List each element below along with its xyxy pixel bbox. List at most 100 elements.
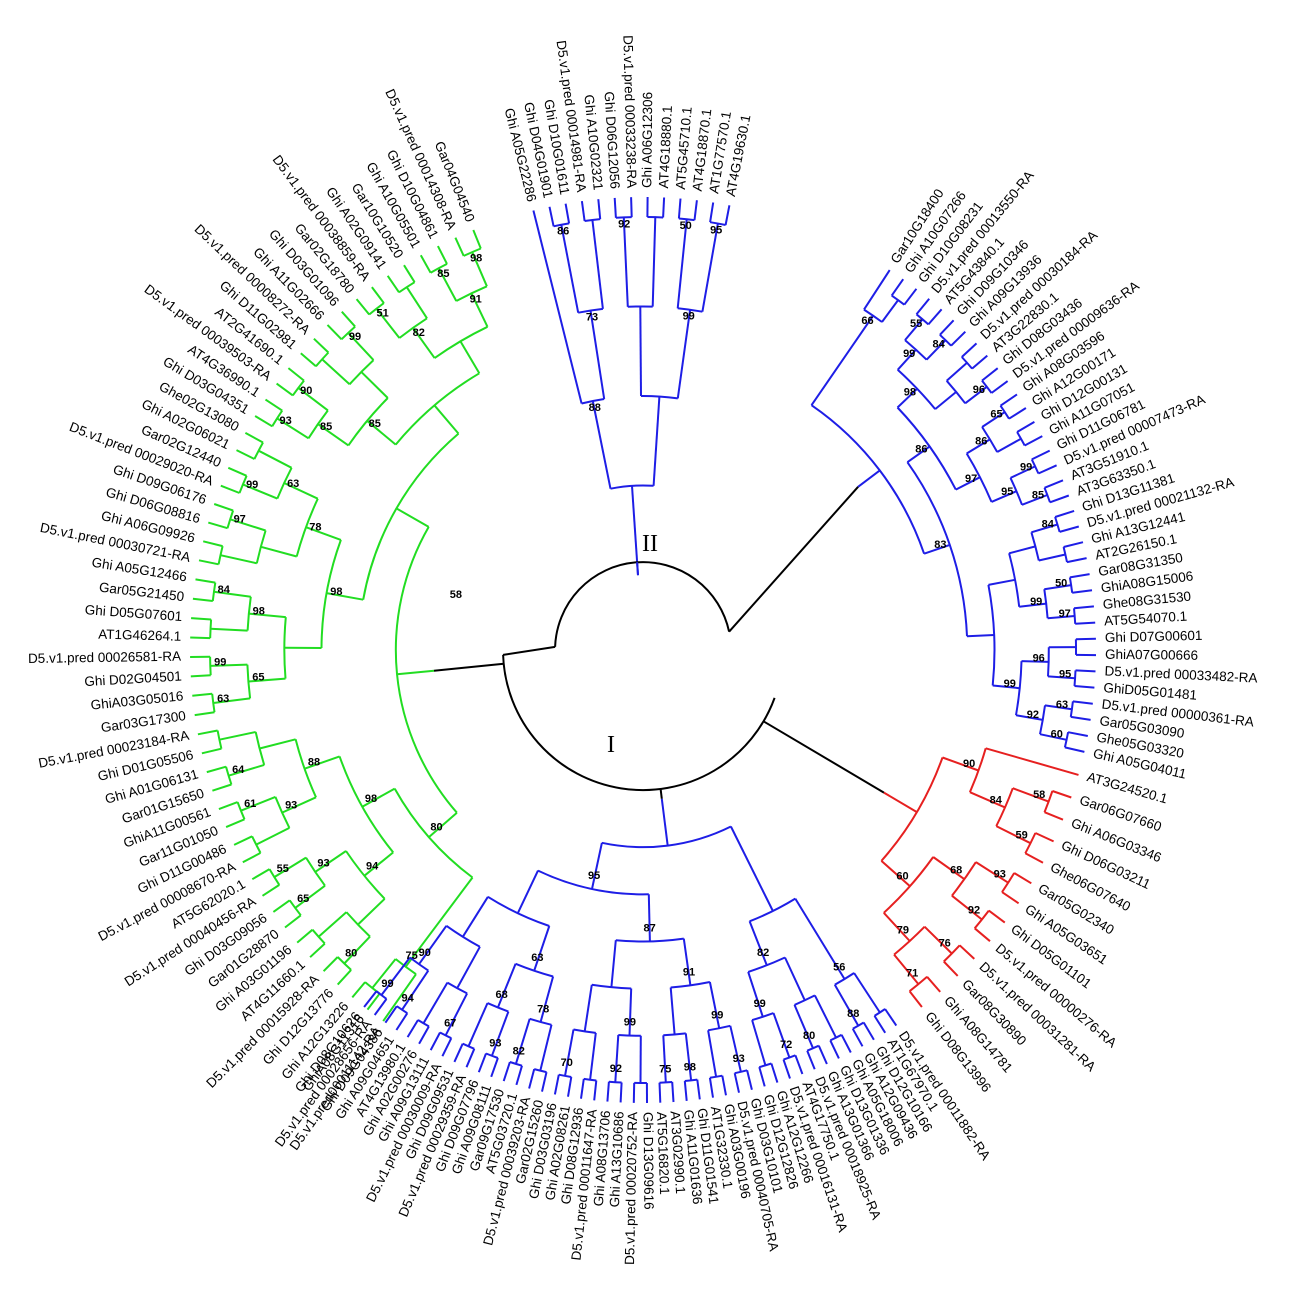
branch <box>560 224 580 313</box>
branch <box>613 197 617 218</box>
branch <box>343 935 371 965</box>
leaf-label: AT3G02990.1 <box>668 1110 689 1194</box>
bootstrap-value: 78 <box>537 1003 549 1015</box>
branch-arc <box>320 539 342 649</box>
bootstrap-value: 68 <box>950 864 962 876</box>
branch <box>401 970 430 1011</box>
leaf-label: AT5G45710.1 <box>673 106 695 190</box>
branch <box>260 545 297 558</box>
backbone <box>762 720 885 794</box>
branch-arc <box>943 944 961 963</box>
branch <box>404 876 474 968</box>
leaf-label: D5.v1.pred 00020752-RA <box>622 1112 640 1265</box>
branch-arc <box>995 787 1014 827</box>
leaf-label: D5.v1.pred 00033238-RA <box>620 35 639 188</box>
bootstrap-value: 80 <box>430 822 442 834</box>
leaf-label: GhiA03G05016 <box>90 688 184 712</box>
branch <box>382 973 417 1022</box>
branch <box>1013 872 1032 885</box>
bootstrap-value: 99 <box>246 479 258 491</box>
bootstrap-value: 84 <box>932 338 945 350</box>
branch <box>974 927 991 942</box>
branch <box>220 554 258 565</box>
branch <box>198 559 219 566</box>
bootstrap-value: 92 <box>968 904 980 916</box>
branch <box>1039 733 1067 741</box>
branch <box>863 269 891 311</box>
branch <box>197 729 218 736</box>
bootstrap-value: 90 <box>419 947 431 959</box>
branch <box>614 1034 620 1083</box>
branch <box>317 423 349 447</box>
bootstrap-value: 98 <box>365 793 377 805</box>
branch-arc <box>939 334 952 347</box>
branch <box>248 677 286 683</box>
leaf-label: Ghi D07G00601 <box>1105 628 1203 645</box>
branch <box>422 982 449 1024</box>
branch <box>300 352 317 368</box>
branch <box>696 1079 701 1100</box>
branch <box>955 476 981 491</box>
branch <box>251 868 271 881</box>
bootstrap-value: 90 <box>963 758 975 770</box>
branch <box>201 747 222 755</box>
branch <box>470 292 489 328</box>
bootstrap-value: 84 <box>990 794 1003 806</box>
branch <box>418 925 448 965</box>
branch <box>296 928 314 944</box>
bootstrap-value: 97 <box>1059 608 1071 620</box>
leaf-label: Gar05G21450 <box>98 580 185 605</box>
backbone <box>502 645 556 656</box>
branch <box>721 1075 727 1096</box>
branch <box>1031 449 1051 461</box>
branch-arc <box>829 1033 843 1042</box>
branch <box>375 308 401 339</box>
branch <box>903 288 918 306</box>
branch <box>276 382 294 397</box>
branch <box>264 398 283 412</box>
branch <box>539 1024 553 1071</box>
branch <box>1024 435 1043 447</box>
branch <box>395 507 430 528</box>
branch-arc <box>533 1068 547 1074</box>
bootstrap-value: 92 <box>610 1063 622 1075</box>
bootstrap-value: 80 <box>345 947 357 959</box>
branch <box>996 437 1022 453</box>
branch <box>428 811 458 838</box>
branch <box>990 380 1009 394</box>
branch <box>190 636 211 640</box>
branch <box>1008 545 1036 555</box>
branch <box>1067 731 1088 737</box>
tree-branches <box>190 196 1097 1104</box>
branch <box>255 827 290 846</box>
branch <box>347 332 375 361</box>
branch <box>1008 407 1027 420</box>
branch <box>459 340 481 374</box>
bootstrap-value: 83 <box>934 539 946 551</box>
branch <box>873 1015 887 1034</box>
branch-arc <box>783 1054 796 1061</box>
branch <box>240 795 276 812</box>
branch <box>1010 465 1036 479</box>
branch <box>794 898 846 980</box>
bootstrap-value: 99 <box>711 1009 723 1021</box>
branch <box>593 1080 598 1101</box>
branch <box>219 731 256 741</box>
bootstrap-value: 87 <box>643 922 655 934</box>
branch <box>1037 464 1058 475</box>
branch <box>995 825 1031 845</box>
branch <box>985 747 1079 776</box>
branch <box>244 432 264 444</box>
branch-arc <box>1043 589 1049 619</box>
branch-arc <box>211 693 216 713</box>
branch <box>326 592 364 601</box>
bootstrap-labels: 9550928699738898855199909399978499636461… <box>214 218 1071 1075</box>
branch <box>471 251 488 287</box>
leaf-label: Ghi A13G10686 <box>607 1111 627 1208</box>
branch <box>564 203 571 224</box>
bootstrap-value: 75 <box>659 1063 671 1075</box>
branch <box>904 318 924 341</box>
branch <box>351 981 366 999</box>
branch <box>1072 700 1093 705</box>
bootstrap-value: 91 <box>683 966 695 978</box>
